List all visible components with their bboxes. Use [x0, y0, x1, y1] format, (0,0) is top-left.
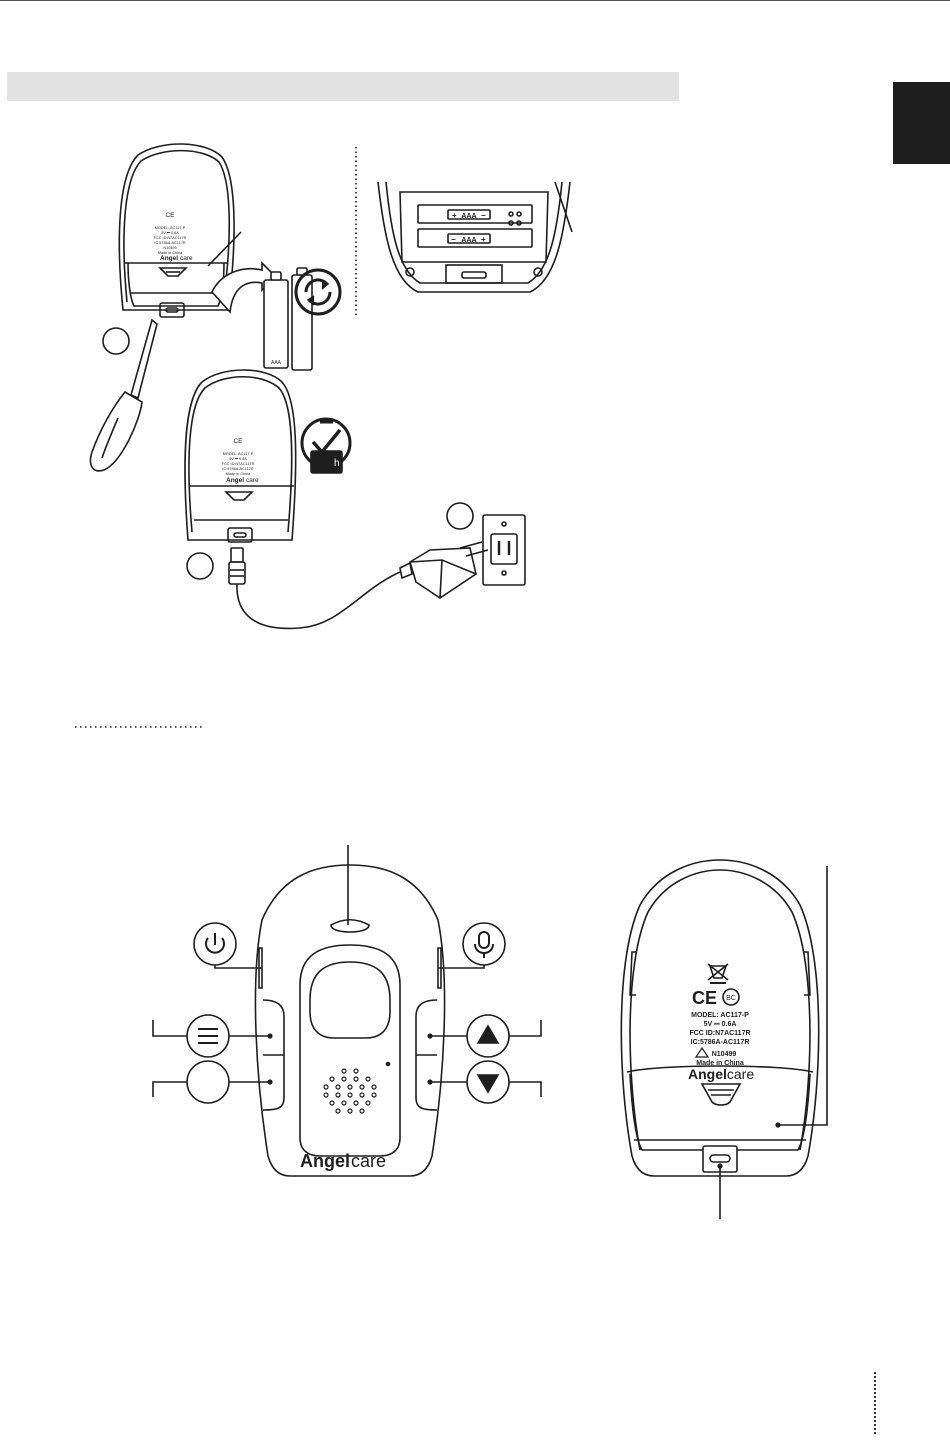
- power-adapter-icon: [399, 541, 489, 599]
- microphone-icon: [462, 922, 506, 966]
- menu-outer-callout: [152, 1020, 187, 1037]
- step-number-circle-3: [446, 502, 474, 530]
- aaa-batteries: AAA: [263, 267, 313, 371]
- back-unit-step1: CE MODEL: AC117-P 5V ⎓ 0.6A FCC ID:N7AC1…: [118, 143, 235, 318]
- back-label-power-2: 5V ⎓ 0.6A: [229, 457, 247, 461]
- battery-door-callout: [778, 866, 828, 1126]
- back-unit-step2: CE MODEL: AC117-P 5V ⎓ 0.6A FCC ID:N7AC1…: [184, 369, 297, 543]
- mic-callout-line: [438, 965, 485, 969]
- timer-badge: h: [334, 458, 340, 469]
- back-label-ic-1: IC:5786A-AC117R: [154, 241, 185, 245]
- down-outer-callout: [509, 1081, 542, 1097]
- menu-icon: [186, 1014, 230, 1058]
- back-ce-mark: CE: [692, 988, 717, 1008]
- clock-check-icon: h: [300, 417, 352, 474]
- back-brand-large: Angelcare: [688, 1066, 755, 1082]
- brand-light-2: care: [246, 477, 259, 484]
- section-heading-bar: [7, 72, 679, 101]
- svg-text:+: +: [481, 235, 486, 244]
- page-dots: [874, 1372, 880, 1434]
- back-unit-large: BC CE MODEL: AC117-P 5V ⎓ 0.6A FCC ID:N7…: [620, 859, 820, 1177]
- back-label-model-2: MODEL: AC117-P: [223, 452, 254, 456]
- back-label-origin-2: Made in China: [226, 472, 251, 476]
- door-callout-line: [207, 231, 242, 267]
- front-brand-light: care: [351, 1151, 386, 1171]
- back-brand-bold: Angel: [688, 1066, 727, 1082]
- back-label-fcc-1: FCC ID:N7AC117R: [154, 236, 187, 240]
- brand-bold-2: Angel: [226, 477, 244, 484]
- front-unit: Angel care: [254, 864, 446, 1177]
- back-model-text: MODEL: AC117-P: [691, 1012, 749, 1019]
- step-number-circle-2: [186, 552, 214, 580]
- step-number-circle-1: [102, 327, 130, 355]
- back-rcm-text: N10499: [712, 1051, 737, 1058]
- back-ic-text: IC:5786A-AC117R: [691, 1039, 750, 1046]
- back-label-ce-2: CE: [233, 438, 243, 445]
- volume-up-icon: [466, 1014, 510, 1058]
- back-label-ic-2: IC:5786A-AC117R: [222, 467, 253, 471]
- brand-bold-1: Angel: [160, 255, 178, 262]
- back-bc-mark: BC: [726, 995, 736, 1002]
- speaker-grille: [323, 1068, 377, 1114]
- compartment-battery-top-label: AAA: [461, 213, 476, 220]
- top-rule: [0, 0, 950, 1]
- battery-side-label: AAA: [271, 360, 282, 366]
- svg-text:+: +: [452, 211, 457, 220]
- blank-button-icon: [186, 1060, 230, 1104]
- blank-outer-callout: [152, 1081, 187, 1097]
- battery-compartment: AAA AAA + − − +: [377, 181, 573, 293]
- wall-outlet-icon: [482, 514, 526, 586]
- back-origin-text: Made in China: [696, 1060, 744, 1067]
- back-brand-light: care: [726, 1066, 755, 1082]
- up-outer-callout: [509, 1020, 542, 1037]
- usb-plug-icon: [228, 547, 246, 585]
- back-fcc-text: FCC ID:N7AC117R: [689, 1030, 750, 1037]
- brand-light-1: care: [180, 255, 193, 262]
- power-callout-line: [214, 965, 262, 969]
- back-power-text: 5V ⎓ 0.6A: [704, 1021, 737, 1028]
- front-brand-bold: Angel: [300, 1151, 350, 1171]
- back-label-rcm-1: N10499: [163, 246, 176, 250]
- charging-cable: [236, 571, 401, 630]
- volume-down-icon: [466, 1060, 510, 1104]
- svg-text:−: −: [451, 235, 456, 244]
- back-label-model-1: MODEL: AC117-P: [155, 226, 186, 230]
- back-label-origin-1: Made in China: [158, 251, 183, 255]
- back-label-power-1: 5V ⎓ 0.6A: [161, 231, 179, 235]
- back-label-fcc-2: FCC ID:N7AC117R: [222, 462, 255, 466]
- compartment-battery-bottom-label: AAA: [461, 237, 476, 244]
- back-label-ce-1: CE: [165, 212, 175, 219]
- refresh-icon: [294, 268, 342, 316]
- power-icon: [193, 922, 237, 966]
- chapter-tab: [893, 82, 950, 164]
- svg-text:−: −: [481, 211, 486, 220]
- screwdriver-icon: [89, 318, 158, 472]
